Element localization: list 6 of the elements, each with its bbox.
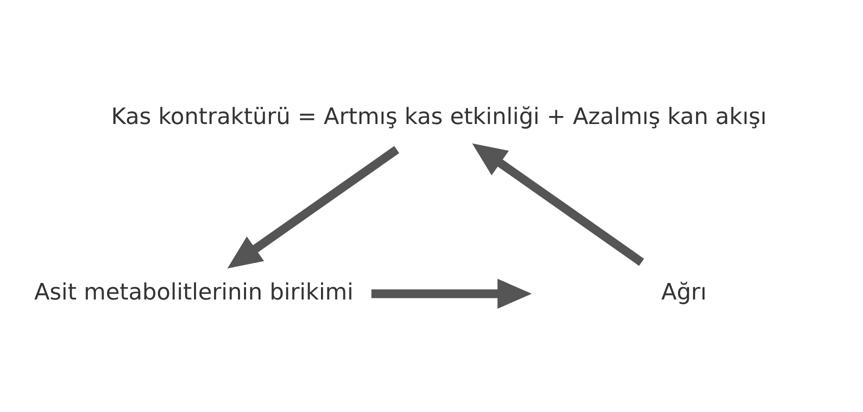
node-text: Asit metabolitlerinin birikimi — [34, 280, 354, 306]
node-text: Kas kontraktürü = Artmış kas etkinliği + Azalmış kan akışı — [111, 104, 767, 130]
arrow — [227, 146, 400, 268]
arrow — [371, 278, 532, 309]
node-text: Ağrı — [661, 280, 707, 306]
arrow — [472, 143, 644, 266]
